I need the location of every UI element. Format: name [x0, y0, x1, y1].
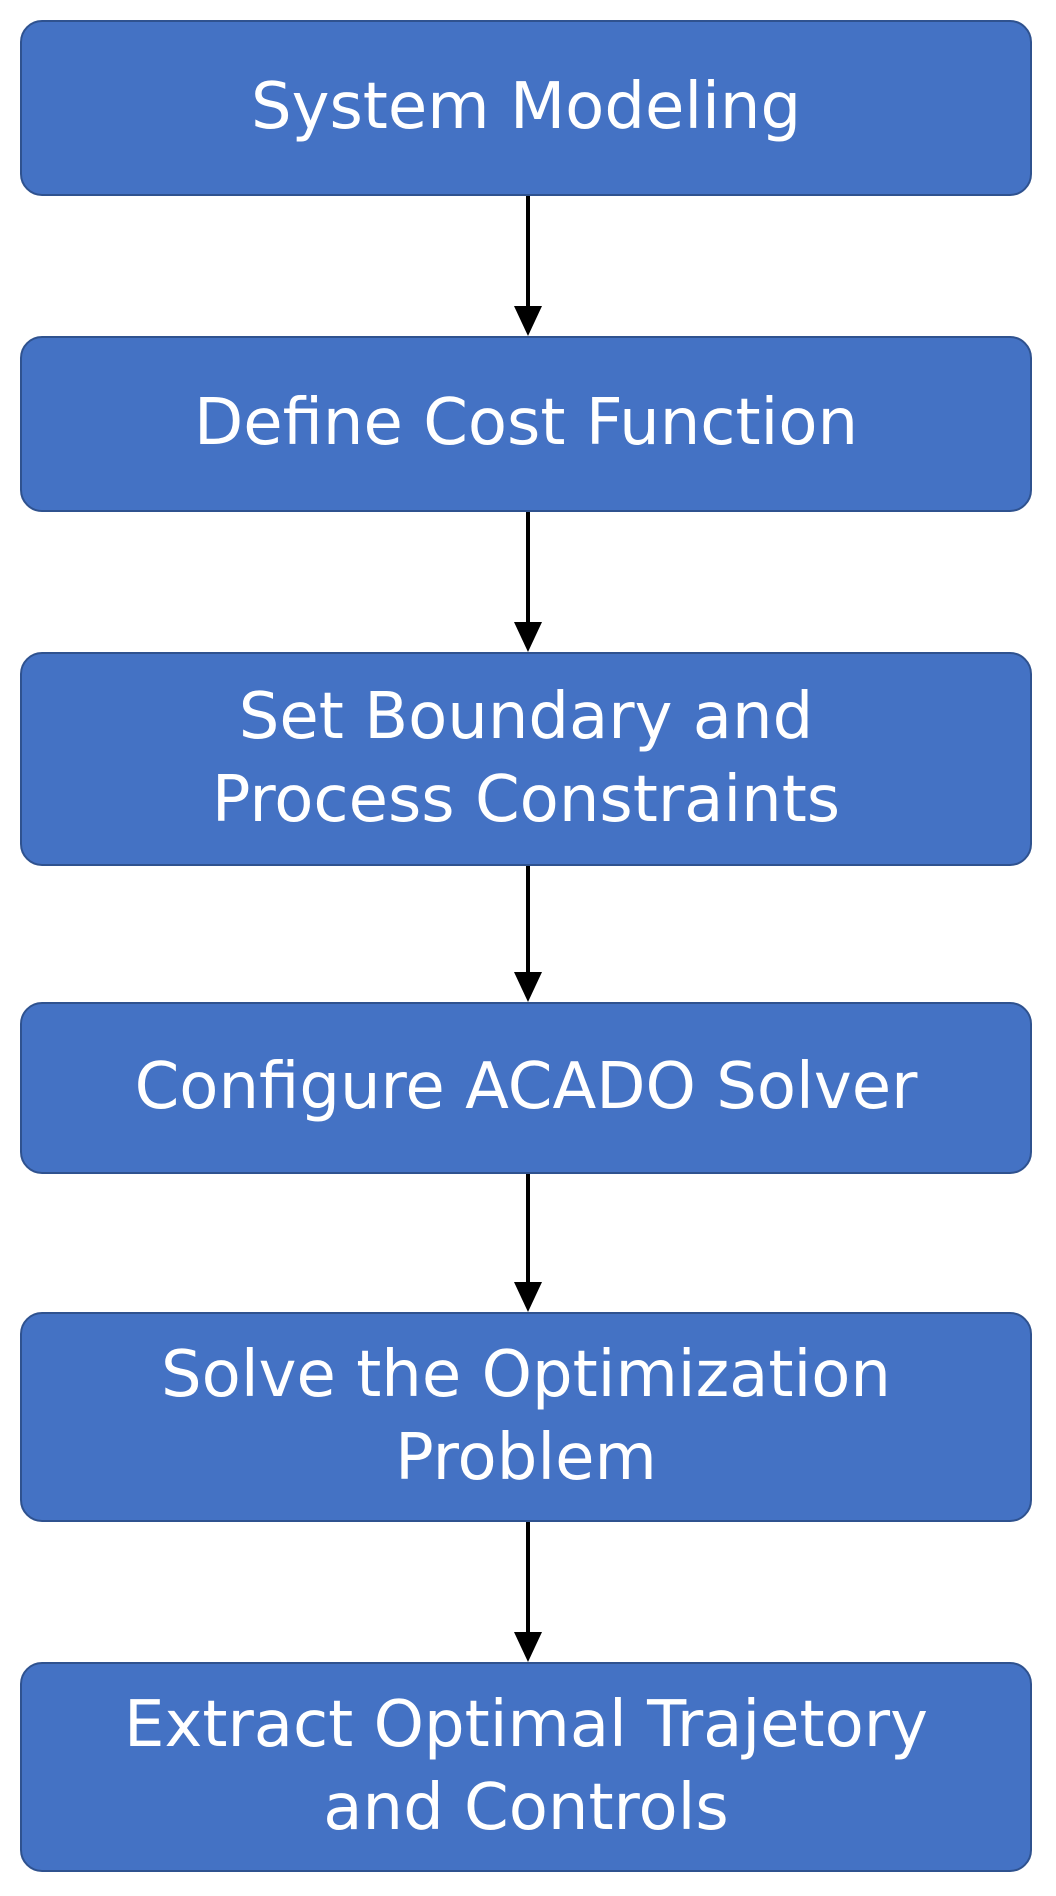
step-set-constraints: Set Boundary and Process Constraints: [20, 652, 1032, 866]
arrow-down-icon: [514, 866, 542, 1002]
step-label: Define Cost Function: [193, 386, 859, 461]
arrow-down-icon: [514, 512, 542, 652]
step-system-modeling: System Modeling: [20, 20, 1032, 196]
step-label: Solve the Optimization Problem: [161, 1337, 891, 1495]
step-label: Configure ACADO Solver: [134, 1050, 918, 1125]
step-configure-solver: Configure ACADO Solver: [20, 1002, 1032, 1174]
arrow-down-icon: [514, 196, 542, 336]
step-label: Set Boundary and Process Constraints: [211, 679, 841, 837]
step-label: System Modeling: [250, 70, 802, 145]
arrow-down-icon: [514, 1174, 542, 1312]
step-solve-optimization: Solve the Optimization Problem: [20, 1312, 1032, 1522]
step-extract-trajectory: Extract Optimal Trajetory and Controls: [20, 1662, 1032, 1872]
step-label: Extract Optimal Trajetory and Controls: [124, 1687, 928, 1845]
step-define-cost-function: Define Cost Function: [20, 336, 1032, 512]
arrow-down-icon: [514, 1522, 542, 1662]
